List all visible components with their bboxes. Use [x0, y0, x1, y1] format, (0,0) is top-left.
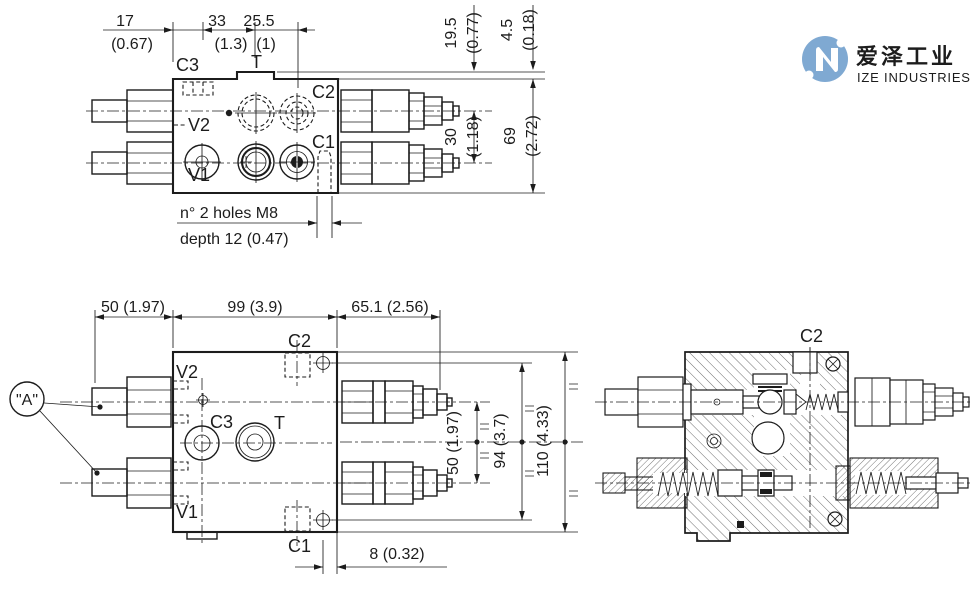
holes-note-line2: depth 12 (0.47)	[180, 231, 289, 248]
logo-name-cn: 爱泽工业	[856, 44, 956, 69]
port-c2-label: C2	[312, 82, 335, 102]
dim-69-in: (2.72)	[524, 115, 541, 157]
plug-dot	[737, 521, 744, 528]
logo-n-swoosh-icon	[816, 47, 838, 72]
port-c2	[278, 93, 316, 133]
dim-99: 99 (3.9)	[227, 299, 282, 316]
spring	[855, 471, 907, 495]
c2-port-cavity	[792, 351, 818, 374]
detail-a-callout: "A"	[9, 381, 103, 476]
dim-45-mm: 4.5	[499, 19, 516, 41]
dim-30-in: (1.18)	[465, 116, 482, 158]
port-t-label: T	[274, 413, 285, 433]
dim-30-mm: 30	[443, 128, 460, 146]
target-small	[196, 393, 210, 407]
port-v1-label: V1	[176, 502, 198, 522]
dim-17-mm: 17	[116, 13, 134, 30]
port-c3-label: C3	[210, 412, 233, 432]
port-p	[237, 141, 275, 183]
dim-50h: 50 (1.97)	[445, 411, 462, 475]
port-t-label: T	[251, 52, 262, 72]
dim-195-in: (0.77)	[465, 12, 482, 54]
drilled-passage	[751, 421, 785, 455]
dim-33-mm: 33	[208, 13, 226, 30]
dim-33-in: (1.3)	[215, 36, 248, 53]
bolt-hole-bottom	[827, 511, 843, 527]
symmetry-marks	[480, 383, 578, 497]
dim-50w: 50 (1.97)	[101, 299, 165, 316]
logo-name-en: IZE INDUSTRIES	[857, 70, 971, 85]
front-view-body	[60, 340, 490, 546]
port-c3-circle	[184, 425, 220, 461]
port-v2-label: V2	[188, 115, 210, 135]
holes-note-line1: n° 2 holes M8	[180, 205, 278, 222]
port-v2-label: V2	[176, 362, 198, 382]
orifice-dot	[225, 109, 233, 117]
dim-94: 94 (3.7)	[492, 413, 509, 468]
detail-a-label: "A"	[16, 392, 38, 409]
port-c3-label: C3	[176, 55, 199, 75]
section-c2-label: C2	[800, 326, 823, 346]
front-view: C2 V2 C3 T V1 C1 "A" 50 (1.97) 99 (3.9) …	[9, 299, 585, 574]
dim-17-in: (0.67)	[111, 36, 153, 53]
dim-8: 8 (0.32)	[369, 546, 424, 563]
logo: 爱泽工业 IZE INDUSTRIES	[802, 36, 971, 85]
port-t	[235, 92, 277, 134]
port-t-circle	[235, 422, 275, 462]
dim-69-mm: 69	[502, 127, 519, 145]
top-view-ports: C3 T C2 C1 V2 V1	[174, 52, 335, 193]
dim-651: 65.1 (2.56)	[351, 299, 428, 316]
bolt-hole-top	[825, 356, 841, 372]
target-c1	[313, 510, 333, 530]
top-view-dimensions: 17 (0.67) 33 (1.3) 25.5 (1) 19.5 (0.77) …	[103, 5, 545, 248]
dim-195-mm: 19.5	[443, 17, 460, 48]
port-c1-label: C1	[288, 536, 311, 556]
top-view: C3 T C2 C1 V2 V1 17 (0.67) 33 (1.3) 25.5…	[86, 5, 545, 248]
top-view-body	[86, 70, 492, 195]
dim-255-mm: 25.5	[243, 13, 274, 30]
spring	[657, 471, 719, 497]
port-c3-outline	[182, 81, 214, 96]
port-v1-label: V1	[188, 165, 210, 185]
spring	[805, 393, 839, 411]
port-c1-label: C1	[312, 132, 335, 152]
port-v1	[183, 143, 221, 181]
dim-110: 110 (4.33)	[535, 405, 552, 477]
front-view-dimensions: 50 (1.97) 99 (3.9) 65.1 (2.56) 50 (1.97)…	[94, 299, 585, 574]
target-c2	[313, 353, 333, 373]
dim-255-in: (1)	[256, 36, 276, 53]
m8-hole-outline	[317, 150, 332, 193]
port-c2-label: C2	[288, 331, 311, 351]
logo-mark-cut	[804, 70, 814, 80]
logo-mark-cut	[836, 38, 846, 48]
port-c1	[279, 142, 315, 182]
dim-45-in: (0.18)	[521, 9, 538, 51]
front-view-ports: C2 V2 C3 T V1 C1	[176, 331, 333, 556]
section-view: C2	[595, 326, 970, 542]
